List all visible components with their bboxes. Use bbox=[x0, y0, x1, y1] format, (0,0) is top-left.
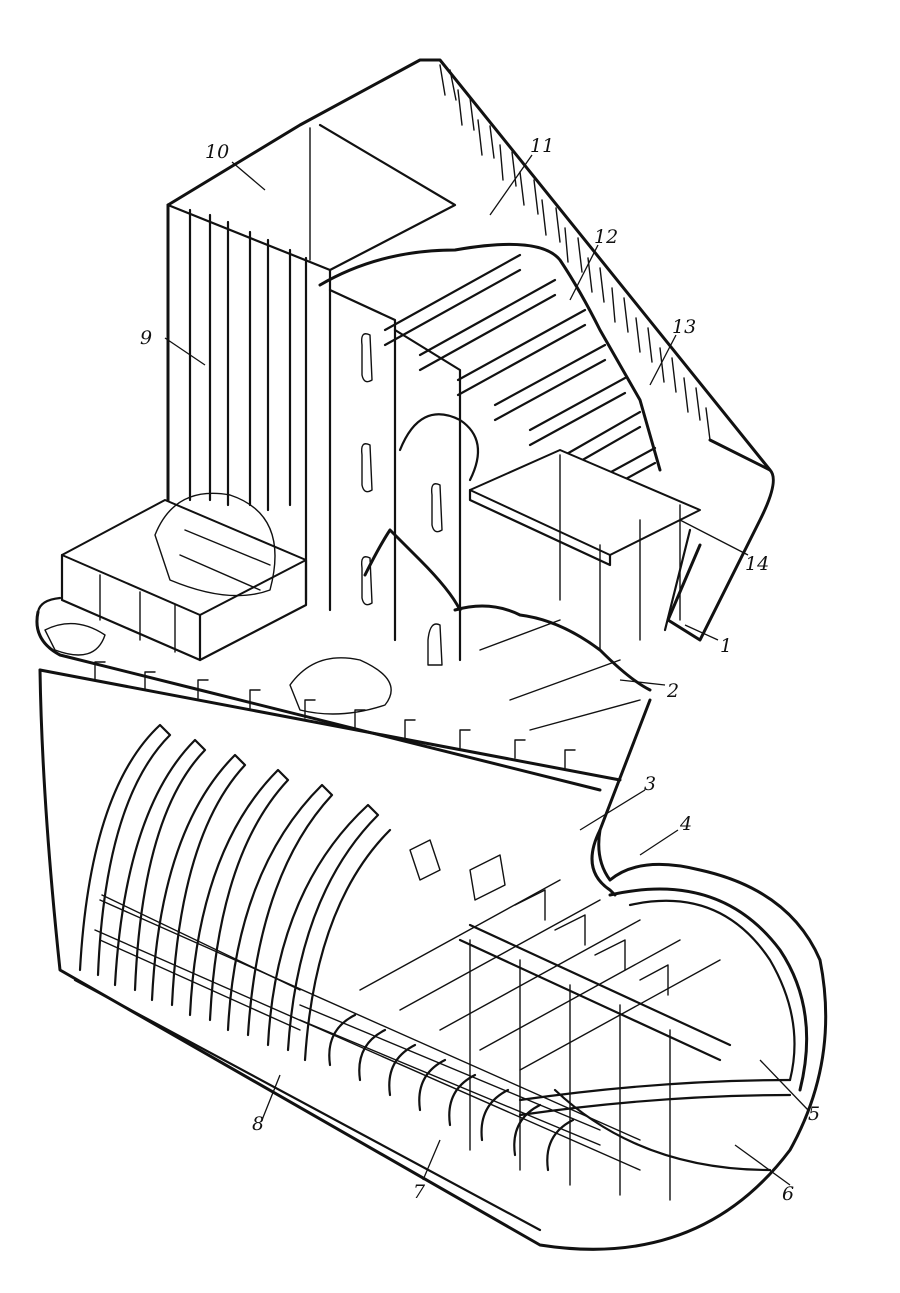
leader-4 bbox=[639, 829, 679, 856]
leader-14 bbox=[679, 519, 749, 556]
leader-8 bbox=[261, 1074, 281, 1121]
callout-3: 3 bbox=[644, 773, 656, 795]
leader-5 bbox=[759, 1059, 809, 1111]
callout-4: 4 bbox=[679, 813, 692, 835]
leader-10 bbox=[231, 161, 266, 191]
superstructure bbox=[60, 58, 775, 731]
top-edge-stiffeners bbox=[439, 64, 711, 441]
small-frames bbox=[299, 1004, 601, 1172]
callout-7: 7 bbox=[413, 1181, 426, 1203]
callout-10: 10 bbox=[205, 141, 229, 163]
lower-hull bbox=[38, 668, 828, 1251]
callout-8: 8 bbox=[252, 1113, 264, 1135]
callout-12: 12 bbox=[594, 226, 618, 248]
leader-3 bbox=[579, 789, 646, 831]
callout-11: 11 bbox=[530, 135, 554, 157]
main-deck bbox=[35, 596, 622, 792]
leader-1 bbox=[684, 624, 719, 641]
leader-11 bbox=[489, 154, 533, 216]
callout-5: 5 bbox=[808, 1103, 820, 1125]
callout-6: 6 bbox=[782, 1183, 794, 1205]
deck-stiffeners bbox=[94, 661, 576, 769]
leader-9 bbox=[164, 337, 206, 366]
leader-2 bbox=[619, 679, 666, 686]
leader-12 bbox=[569, 244, 599, 301]
callout-labels: 1 2 3 4 5 6 7 8 9 10 11 12 13 14 bbox=[140, 135, 820, 1205]
ring-frames bbox=[78, 723, 392, 1062]
leader-13 bbox=[649, 334, 677, 386]
deck-beams bbox=[383, 253, 657, 495]
leader-6 bbox=[734, 1144, 791, 1186]
callout-2: 2 bbox=[666, 680, 679, 702]
callout-14: 14 bbox=[745, 553, 769, 575]
leader-7 bbox=[422, 1139, 441, 1181]
callout-leaders bbox=[164, 154, 809, 1186]
callout-13: 13 bbox=[672, 316, 696, 338]
callout-1: 1 bbox=[720, 635, 732, 657]
callout-9: 9 bbox=[140, 327, 152, 349]
